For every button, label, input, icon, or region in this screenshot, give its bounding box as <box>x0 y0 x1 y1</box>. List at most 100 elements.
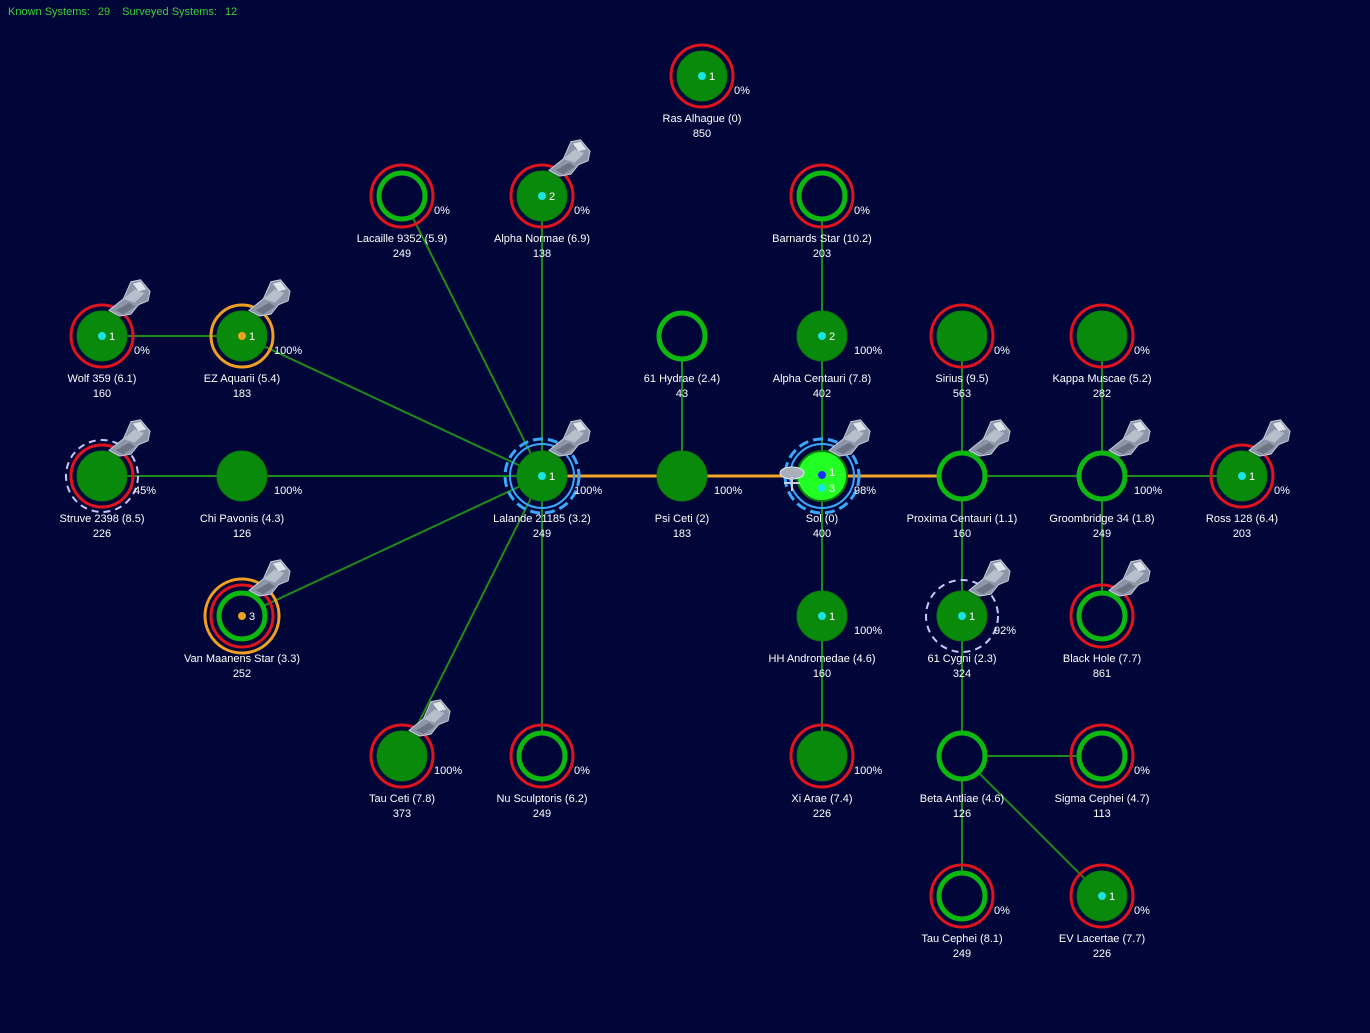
survey-percent: 0% <box>1134 765 1150 777</box>
body-count-secondary: 3 <box>829 483 835 495</box>
system-value: 183 <box>673 528 691 540</box>
planet-dot-icon <box>538 472 546 480</box>
system-proxima-centauri[interactable]: Proxima Centauri (1.1)160 <box>907 419 1018 540</box>
system-node[interactable] <box>1076 450 1128 502</box>
system-tau-cephei[interactable]: 0%Tau Cephei (8.1)249 <box>921 863 1010 960</box>
system-node[interactable] <box>1076 730 1128 782</box>
hostile-ring <box>929 863 995 929</box>
system-value: 402 <box>813 388 831 400</box>
system-ras-alhague[interactable]: 10%Ras Alhague (0)850 <box>663 43 751 140</box>
system-wolf-359[interactable]: 10%Wolf 359 (6.1)160 <box>68 279 151 400</box>
system-chi-pavonis[interactable]: 100%Chi Pavonis (4.3)126 <box>200 450 303 540</box>
fleet-ring-outer <box>783 437 861 515</box>
planet-dot-icon <box>818 612 826 620</box>
fleet-ship-icon[interactable] <box>108 419 151 457</box>
system-name: Alpha Centauri (7.8) <box>773 373 871 385</box>
system-value: 400 <box>813 528 831 540</box>
system-beta-antliae[interactable]: Beta Antliae (4.6)126 <box>920 730 1004 820</box>
fleet-ship-icon[interactable] <box>1108 419 1151 457</box>
system-value: 226 <box>93 528 111 540</box>
system-name: Tau Ceti (7.8) <box>369 793 435 805</box>
system-name: Groombridge 34 (1.8) <box>1049 513 1154 525</box>
system-node[interactable] <box>516 730 568 782</box>
system-groombridge-34[interactable]: 100%Groombridge 34 (1.8)249 <box>1049 419 1162 540</box>
system-node[interactable] <box>216 450 268 502</box>
system-xi-arae[interactable]: 100%Xi Arae (7.4)226 <box>789 723 882 820</box>
hostile-ring <box>1069 583 1135 649</box>
system-name: Sol (0) <box>806 513 838 525</box>
hostile-ring <box>789 723 855 789</box>
system-alpha-normae[interactable]: 20%Alpha Normae (6.9)138 <box>494 139 591 260</box>
system-ev-lacertae[interactable]: 10%EV Lacertae (7.7)226 <box>1059 863 1150 960</box>
system-black-hole[interactable]: Black Hole (7.7)861 <box>1063 559 1151 680</box>
fleet-ship-icon[interactable] <box>828 419 871 457</box>
fleet-ring-inner <box>509 443 575 509</box>
system-node[interactable] <box>76 450 128 502</box>
system-ross-128[interactable]: 10%Ross 128 (6.4)203 <box>1206 419 1291 540</box>
system-lacaille-9352[interactable]: 0%Lacaille 9352 (5.9)249 <box>357 163 450 260</box>
system-node[interactable] <box>936 870 988 922</box>
fleet-ship-icon[interactable] <box>548 139 591 177</box>
fleet-ship-icon[interactable] <box>1248 419 1291 457</box>
system-sigma-cephei[interactable]: 0%Sigma Cephei (4.7)113 <box>1055 723 1151 820</box>
system-node[interactable] <box>376 730 428 782</box>
allied-ring <box>209 303 275 369</box>
system-node[interactable] <box>796 170 848 222</box>
hostile-ring <box>669 43 735 109</box>
fleet-ship-icon[interactable] <box>248 559 291 597</box>
fleet-ship-icon[interactable] <box>968 559 1011 597</box>
system-struve-2398[interactable]: 45%Struve 2398 (8.5)226 <box>60 419 157 540</box>
system-name: Sigma Cephei (4.7) <box>1055 793 1150 805</box>
survey-percent: 100% <box>854 345 882 357</box>
system-node[interactable] <box>656 450 708 502</box>
hostile-ring <box>69 443 135 509</box>
fleet-ship-icon[interactable] <box>108 279 151 317</box>
system-node[interactable] <box>936 730 988 782</box>
system-value: 226 <box>1093 948 1111 960</box>
system-61-hydrae[interactable]: 61 Hydrae (2.4)43 <box>644 310 720 400</box>
fleet-ship-icon[interactable] <box>248 279 291 317</box>
survey-percent: 100% <box>274 345 302 357</box>
hostile-ring <box>1069 863 1135 929</box>
station-icon[interactable] <box>779 466 805 491</box>
planet-dot-icon <box>538 192 546 200</box>
fleet-ship-icon[interactable] <box>1108 559 1151 597</box>
system-61-cygni[interactable]: 192%61 Cygni (2.3)324 <box>925 559 1016 680</box>
system-node[interactable] <box>796 730 848 782</box>
system-node[interactable] <box>376 170 428 222</box>
fleet-ship-icon[interactable] <box>968 419 1011 457</box>
survey-ring <box>65 439 139 513</box>
system-kappa-muscae[interactable]: 0%Kappa Muscae (5.2)282 <box>1052 303 1152 400</box>
system-tau-ceti[interactable]: 100%Tau Ceti (7.8)373 <box>369 699 462 820</box>
survey-percent: 0% <box>434 205 450 217</box>
system-name: Tau Cephei (8.1) <box>921 933 1002 945</box>
system-psi-ceti[interactable]: 100%Psi Ceti (2)183 <box>655 450 743 540</box>
survey-ring <box>925 579 999 653</box>
system-node[interactable] <box>936 450 988 502</box>
system-barnards-star[interactable]: 0%Barnards Star (10.2)203 <box>772 163 872 260</box>
system-node[interactable] <box>1076 310 1128 362</box>
system-value: 324 <box>953 668 971 680</box>
system-nu-sculptoris[interactable]: 0%Nu Sculptoris (6.2)249 <box>496 723 590 820</box>
system-node[interactable] <box>1076 590 1128 642</box>
system-name: Xi Arae (7.4) <box>791 793 852 805</box>
fleet-ship-icon[interactable] <box>408 699 451 737</box>
fleet-ship-icon[interactable] <box>548 419 591 457</box>
planet-dot-icon <box>818 471 826 479</box>
system-sirius[interactable]: 0%Sirius (9.5)563 <box>929 303 1010 400</box>
hostile-ring <box>789 163 855 229</box>
body-count: 1 <box>1109 891 1115 903</box>
system-node[interactable] <box>936 310 988 362</box>
system-name: Psi Ceti (2) <box>655 513 709 525</box>
system-node[interactable] <box>656 310 708 362</box>
survey-percent: 0% <box>734 85 750 97</box>
system-name: Kappa Muscae (5.2) <box>1052 373 1151 385</box>
system-name: Sirius (9.5) <box>935 373 988 385</box>
